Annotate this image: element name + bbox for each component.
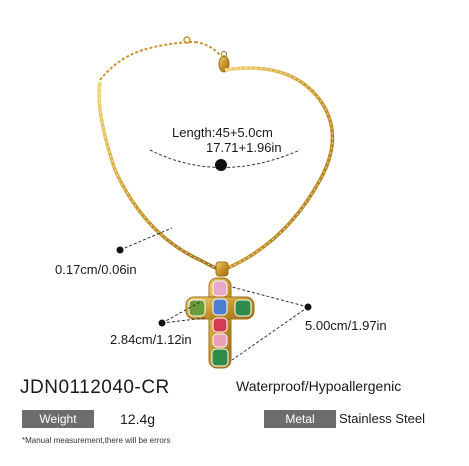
pendant-width-label: 2.84cm/1.12in: [110, 332, 192, 347]
extension-chain: [99, 36, 221, 81]
lobster-clasp: [218, 51, 230, 73]
chain-width-indicator: [116, 227, 173, 254]
stone-rose: [212, 333, 228, 348]
metal-value: Stainless Steel: [339, 411, 425, 426]
cross-pendant: [185, 277, 255, 369]
stone-pink: [212, 280, 228, 297]
chain-width-label: 0.17cm/0.06in: [55, 262, 137, 277]
pendant-height-label: 5.00cm/1.97in: [305, 318, 387, 333]
length-label-cm: Length:45+5.0cm: [172, 125, 273, 140]
length-indicator: [149, 149, 301, 171]
pendant-width-indicator: [158, 301, 206, 327]
stone-emerald: [211, 348, 229, 367]
length-label-in: 17.71+1.96in: [206, 140, 282, 155]
weight-tag: Weight: [22, 410, 94, 428]
weight-value: 12.4g: [120, 411, 156, 427]
stone-blue: [212, 298, 228, 316]
rope-chain: [97, 66, 335, 272]
product-sku: JDN0112040-CR: [20, 377, 170, 398]
pendant-bail: [215, 261, 229, 277]
stone-olive: [188, 299, 206, 317]
pendant-height-indicator: [231, 286, 312, 361]
metal-tag: Metal: [264, 410, 336, 428]
measurement-footnote: *Manual measurement,there will be errors: [22, 436, 171, 445]
product-features: Waterproof/Hypoallergenic: [236, 378, 402, 394]
stone-green: [234, 299, 252, 317]
stone-red: [212, 317, 228, 333]
